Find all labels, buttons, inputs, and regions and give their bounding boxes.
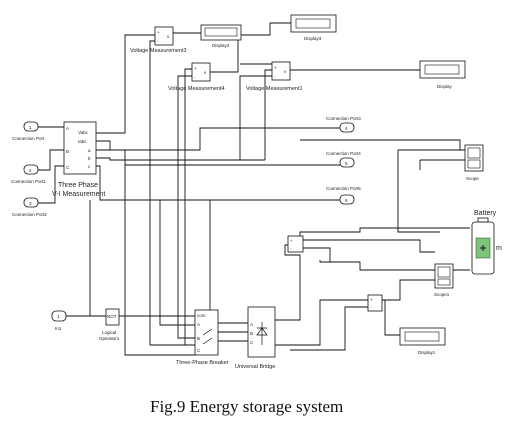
svg-text:2: 2 — [29, 168, 32, 173]
display2-label: Display2 — [212, 43, 230, 48]
voltage-measurement1-block[interactable]: + - v — [271, 61, 291, 81]
connection-port-label: Connection Port — [12, 136, 45, 141]
svg-text:B: B — [66, 149, 69, 154]
connection-port4-label: Connection Port4 — [326, 151, 361, 156]
scope-block[interactable] — [464, 144, 484, 172]
three-phase-vi-measurement-block[interactable]: A B C Vabc Iabc a b c — [63, 121, 97, 175]
svg-text:6: 6 — [345, 198, 348, 203]
display-label: Display — [437, 84, 453, 89]
svg-text:-: - — [370, 305, 372, 310]
svg-text:A: A — [197, 322, 200, 327]
svg-text:B: B — [250, 331, 253, 336]
connection-port-6[interactable]: 6 — [339, 194, 355, 205]
svg-text:1: 1 — [29, 125, 32, 130]
svg-text:+: + — [157, 30, 160, 35]
connection-port-2[interactable]: 2 — [23, 164, 39, 175]
svg-text:C: C — [66, 165, 70, 170]
connection-port-3[interactable]: 3 — [23, 197, 39, 208]
svg-text:c: c — [88, 164, 91, 169]
svg-text:3: 3 — [29, 201, 32, 206]
svg-text:B: B — [197, 336, 200, 341]
svg-text:+: + — [290, 238, 293, 243]
connection-port1-label: Connection Port1 — [11, 179, 46, 184]
svg-text:1: 1 — [57, 314, 60, 319]
svg-text:v: v — [284, 69, 287, 74]
in1-label: In1 — [55, 326, 62, 331]
display3-block[interactable] — [290, 14, 337, 33]
scope1-block[interactable] — [434, 263, 454, 289]
connection-port2-label: Connection Port2 — [12, 212, 47, 217]
logical-operator-block[interactable]: NOT — [105, 308, 120, 326]
svg-text:5: 5 — [345, 161, 348, 166]
connection-port3-label: Connection Port3 — [326, 116, 361, 121]
battery-m-label: m — [496, 245, 502, 252]
svg-text:v: v — [167, 34, 170, 39]
universal-bridge-block[interactable]: A B C — [247, 306, 276, 358]
svg-text:A: A — [250, 322, 253, 327]
connection-port-5[interactable]: 5 — [339, 157, 355, 168]
svg-text:Iabc: Iabc — [78, 139, 87, 144]
svg-text:C: C — [250, 340, 254, 345]
svg-text:A: A — [66, 126, 69, 131]
svg-text:b: b — [88, 156, 91, 161]
scope1-label: Scope1 — [434, 292, 450, 297]
svg-text:-: - — [194, 75, 196, 80]
connection-port5-label: Connection Port5 — [326, 186, 361, 191]
svg-text:C: C — [197, 348, 201, 353]
svg-text:NOT: NOT — [107, 314, 117, 319]
figure-caption: Fig.9 Energy storage system — [150, 397, 343, 416]
three-phase-label-2: V-I Measurement — [52, 191, 105, 198]
wires — [38, 22, 470, 356]
svg-text:+: + — [370, 297, 373, 302]
scope-label: Scope — [466, 176, 479, 181]
svg-text:-: - — [290, 246, 292, 251]
svg-text:v: v — [204, 70, 207, 75]
voltage-measurement4-label: Voltage Measurement4 — [168, 86, 225, 92]
svg-text:+: + — [274, 65, 277, 70]
svg-text:-: - — [157, 39, 159, 44]
svg-text:a: a — [88, 148, 91, 153]
display1-label: Display1 — [418, 350, 436, 355]
battery-block[interactable] — [471, 217, 495, 275]
voltage-measurement-bottom-block[interactable]: + - — [367, 294, 383, 312]
logical-operator-label-1: Logical — [102, 330, 116, 335]
voltage-measurement1-label: Voltage Measurement1 — [246, 86, 303, 92]
battery-label: Battery — [474, 210, 497, 217]
three-phase-breaker-block[interactable]: com A B C — [194, 309, 219, 356]
display2-block[interactable] — [200, 24, 242, 41]
svg-text:Vabc: Vabc — [78, 130, 89, 135]
voltage-measurement3-label: Voltage Measurement3 — [130, 48, 187, 54]
display1-block[interactable] — [399, 327, 446, 346]
connection-port-4[interactable]: 4 — [339, 122, 355, 133]
three-phase-label-1: Three Phase — [58, 182, 98, 189]
display-block[interactable] — [419, 60, 466, 79]
voltage-measurement4-block[interactable]: + - v — [191, 62, 211, 82]
breaker-label: Three-Phase Breaker — [176, 360, 229, 366]
svg-text:4: 4 — [345, 126, 348, 131]
svg-text:com: com — [197, 313, 206, 318]
display3-label: Display3 — [304, 36, 322, 41]
voltage-measurement3-block[interactable]: + - v — [154, 26, 174, 46]
logical-operator-label-2: Operator1 — [99, 336, 120, 341]
connection-port-1[interactable]: 1 — [23, 121, 39, 132]
svg-text:+: + — [194, 66, 197, 71]
svg-text:-: - — [274, 74, 276, 79]
in1-port[interactable]: 1 — [51, 310, 67, 322]
current-measurement-block[interactable]: + - — [287, 235, 304, 253]
bridge-label: Universal Bridge — [235, 364, 275, 370]
